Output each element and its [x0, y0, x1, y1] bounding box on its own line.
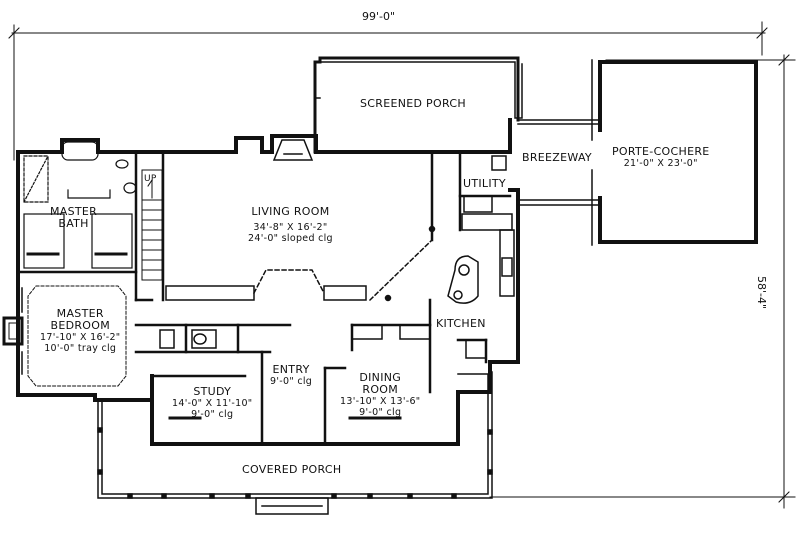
covered-porch-name: COVERED PORCH — [242, 463, 342, 476]
living-room-label: LIVING ROOM 34'-8" X 16'-2" 24'-0" slope… — [248, 205, 333, 245]
master-bedroom-name-line2: BEDROOM — [50, 319, 110, 332]
master-bedroom-size: 17'-10" X 16'-2" — [40, 332, 121, 343]
interior-walls — [16, 150, 512, 446]
breezeway-label: BREEZEWAY — [522, 152, 592, 164]
cabinet-details — [159, 324, 431, 420]
utility-label: UTILITY — [463, 178, 506, 190]
study-name: STUDY — [193, 385, 232, 398]
overall-depth-label: 58'-4" — [755, 276, 768, 310]
entry-label: ENTRY 9'-0" clg — [270, 363, 313, 388]
master-bath-fixtures — [23, 141, 137, 269]
master-bath-label: MASTER BATH — [50, 206, 97, 230]
entry-name: ENTRY — [272, 363, 310, 376]
exterior-walls — [16, 118, 520, 446]
study-size: 14'-0" X 11'-10" — [172, 398, 253, 409]
living-room-size: 34'-8" X 16'-2" — [253, 222, 328, 233]
porte-cochere-name: PORTE-COCHERE — [612, 145, 710, 158]
porte-cochere-walls — [591, 59, 758, 246]
master-bedroom-label: MASTER BEDROOM 17'-10" X 16'-2" 10'-0" t… — [40, 307, 121, 355]
kitchen-name: KITCHEN — [436, 317, 486, 330]
screened-porch-walls — [313, 56, 523, 154]
living-room-fireplace — [272, 139, 314, 161]
width-dimension-line — [8, 21, 768, 161]
dining-room-name-line1: DINING — [359, 371, 402, 384]
stair — [141, 169, 163, 281]
dining-room-label: DINING ROOM 13'-10" X 13'-6" 9'-0" clg — [340, 371, 421, 419]
dining-room-ceiling: 9'-0" clg — [359, 407, 402, 418]
covered-porch-outline — [97, 371, 493, 515]
master-bath-name-line2: BATH — [58, 217, 89, 230]
breezeway-walls — [517, 119, 601, 206]
study-ceiling: 9'-0" clg — [191, 409, 234, 420]
kitchen-fixtures — [447, 155, 515, 359]
master-bedroom-details — [2, 285, 127, 387]
dining-room-name-line2: ROOM — [362, 383, 399, 396]
porte-cochere-label: PORTE-COCHERE 21'-0" X 23'-0" — [612, 145, 710, 170]
breezeway-name: BREEZEWAY — [522, 151, 592, 164]
master-bedroom-ceiling: 10'-0" tray clg — [44, 343, 117, 354]
depth-dimension-line — [489, 54, 796, 509]
living-room-name: LIVING ROOM — [251, 205, 330, 218]
covered-porch-label: COVERED PORCH — [242, 464, 341, 476]
screened-porch-name: SCREENED PORCH — [360, 97, 466, 110]
entry-ceiling: 9'-0" clg — [270, 376, 313, 387]
utility-name: UTILITY — [463, 177, 506, 190]
stair-up-label: UP — [144, 174, 157, 184]
living-room-built-ins — [165, 225, 436, 302]
screened-porch-label: SCREENED PORCH — [360, 98, 466, 110]
living-room-ceiling: 24'-0" sloped clg — [248, 233, 333, 244]
study-label: STUDY 14'-0" X 11'-10" 9'-0" clg — [172, 385, 253, 421]
porte-cochere-size: 21'-0" X 23'-0" — [623, 158, 698, 169]
overall-width-label: 99'-0" — [362, 10, 396, 23]
kitchen-label: KITCHEN — [436, 318, 486, 330]
dining-room-size: 13'-10" X 13'-6" — [340, 396, 421, 407]
master-bath-name-line1: MASTER — [50, 205, 98, 218]
master-bedroom-name-line1: MASTER — [56, 307, 104, 320]
